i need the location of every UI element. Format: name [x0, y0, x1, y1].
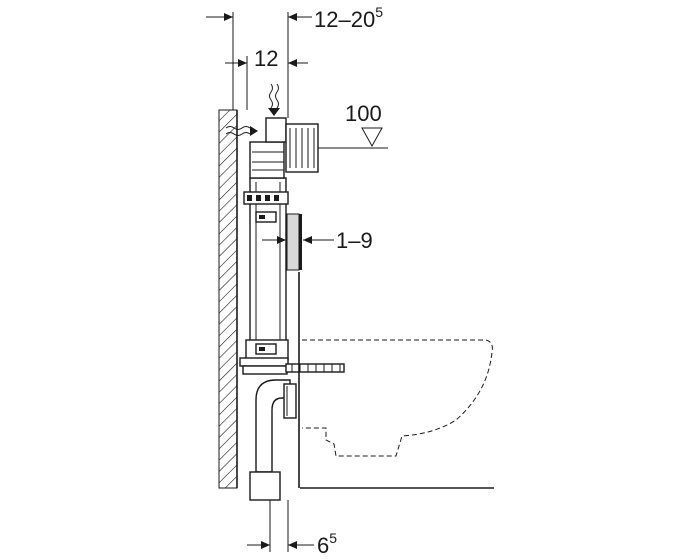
installation-frame	[239, 177, 289, 375]
svg-text:12–205: 12–205	[314, 4, 383, 32]
dimension-frame-depth: 12	[225, 46, 308, 110]
total-depth-sup: 5	[375, 4, 383, 20]
wall	[218, 109, 238, 489]
frame-depth-label: 12	[254, 46, 278, 71]
flush-plate	[286, 213, 302, 271]
plate-offset-label: 1–9	[336, 228, 373, 253]
level-triangle-icon	[361, 127, 383, 148]
svg-text:65: 65	[317, 530, 337, 558]
pipe-offset-sup: 5	[329, 530, 337, 546]
mounting-rod	[285, 363, 345, 373]
dimension-flush-plate-height: 100	[318, 101, 388, 149]
cistern-inlet	[249, 117, 319, 179]
flush-plate-height-label: 100	[345, 101, 382, 126]
pipe-offset-label: 6	[317, 533, 329, 558]
dimension-pipe-offset: 65	[247, 500, 337, 558]
toilet-bowl-outline	[302, 339, 493, 457]
total-depth-label: 12–20	[314, 7, 375, 32]
drain-bend	[249, 379, 297, 501]
dimension-total-depth: 12–205	[206, 4, 383, 118]
water-supply-arrow-icon	[225, 83, 280, 136]
dimension-plate-offset: 1–9	[262, 228, 373, 253]
